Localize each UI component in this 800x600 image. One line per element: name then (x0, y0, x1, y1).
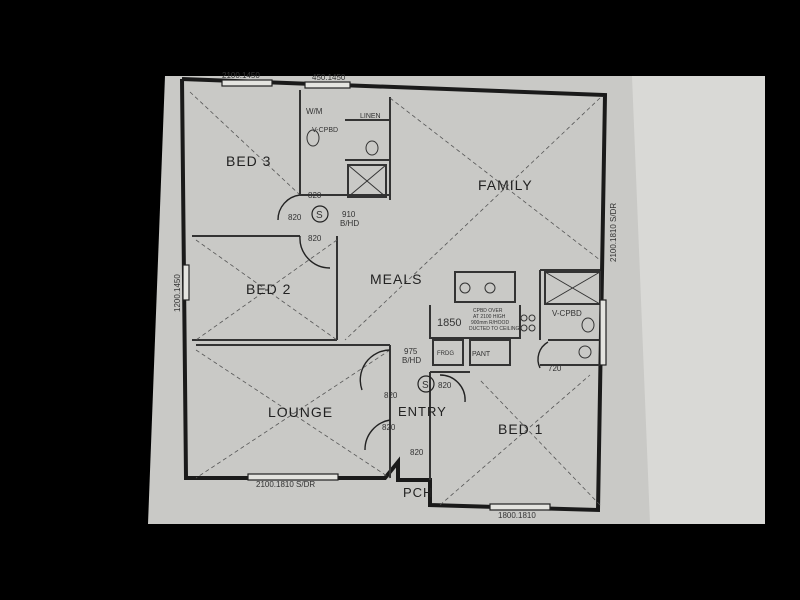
room-label-family: FAMILY (478, 177, 533, 193)
cpbd-note-2: AT 2100 HIGH (473, 314, 506, 320)
room-label-meals: MEALS (370, 271, 422, 287)
dim-door-975-note: B/HD (402, 356, 421, 365)
smoke-detector-top-icon (311, 205, 329, 223)
cpbd-note-1: CPBD OVER (473, 308, 503, 314)
dim-door-975: 975 (404, 347, 418, 356)
dim-left-window: 1200.1450 (173, 274, 182, 312)
dim-door-bath: 910 (342, 210, 356, 219)
dim-entry-left-top: 820 (384, 391, 398, 400)
room-label-porch: PCH (403, 485, 433, 500)
wm-label: W/M (306, 107, 323, 116)
dim-bottom-left-window: 2100.1810 S/DR (256, 480, 315, 489)
dim-top-window-left: 2100.1450 (222, 71, 260, 80)
door-swings (277, 194, 549, 451)
bathroom-fixtures (306, 129, 601, 359)
room-label-lounge: LOUNGE (268, 404, 333, 420)
dim-top-window-right: 450.1450 (312, 73, 346, 82)
interior-walls (192, 90, 601, 480)
vcpbd-top-label: V-CPBD (312, 127, 338, 134)
dim-door-bed3-left: 820 (288, 213, 302, 222)
room-label-bed2: BED 2 (246, 281, 291, 297)
smoke-top-label: S (316, 210, 323, 221)
dim-porch-door: 820 (410, 448, 424, 457)
paper-sheet (148, 76, 650, 524)
room-label-bed3: BED 3 (226, 153, 271, 169)
cpbd-note-4: DUCTED TO CEILING (469, 326, 519, 332)
vcpbd-right-label: V-CPBD (552, 309, 582, 318)
dim-door-bed3-top: 820 (308, 191, 322, 200)
fridge-label: FRDG (437, 351, 454, 357)
windows (182, 79, 607, 511)
dim-entry-right: 820 (438, 381, 452, 390)
cpbd-note-3: 900mm R/HOOD (471, 320, 509, 326)
smoke-entry-label: S (422, 380, 429, 391)
room-label-entry: ENTRY (398, 404, 447, 419)
room-label-bed1: BED 1 (498, 421, 543, 437)
dim-bottom-right-window: 1800.1810 (498, 511, 536, 520)
ceiling-diagonals (189, 91, 601, 506)
linen-label: LINEN (360, 113, 381, 120)
dim-entry-left-bottom: 820 (382, 423, 396, 432)
dim-door-bath-note: B/HD (340, 219, 359, 228)
dim-bench: 1850 (437, 317, 461, 329)
pantry-label: PANT (472, 351, 491, 358)
smoke-detector-entry-icon (417, 375, 435, 393)
dim-right-window: 2100.1810 S/DR (609, 203, 618, 262)
dim-door-bed2: 820 (308, 234, 322, 243)
dim-door-720: 720 (548, 364, 562, 373)
